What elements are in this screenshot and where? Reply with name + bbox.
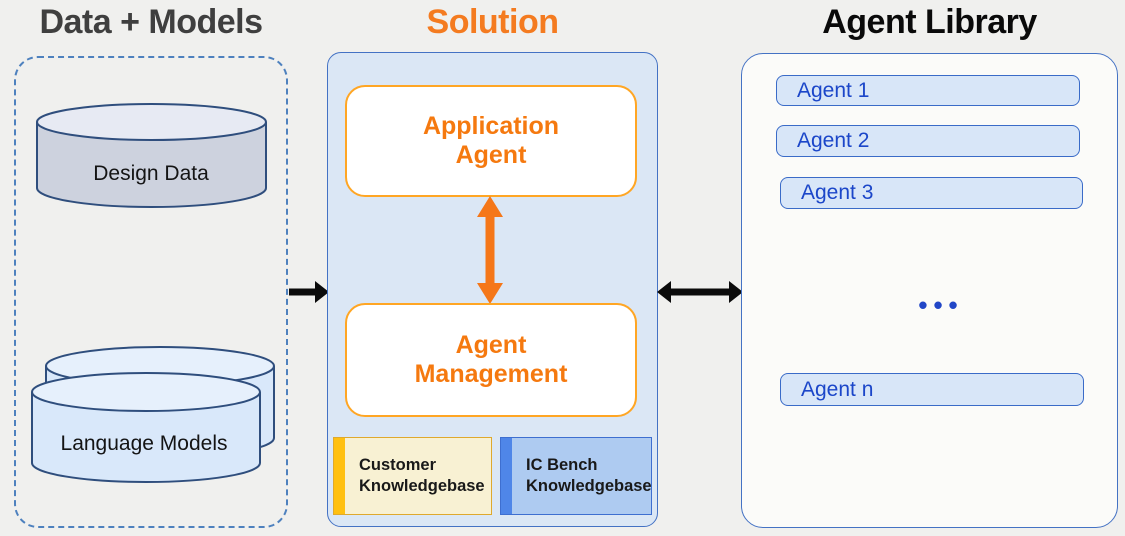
language-models-cylinders-icon: Language Models [31,346,275,483]
icbench-knowledgebase-box: IC Bench Knowledgebase [500,437,652,515]
agent-management-box: Agent Management [345,303,637,417]
agent-n-item: Agent n [780,373,1084,406]
data-models-group-box [14,56,288,528]
agent-2-item: Agent 2 [776,125,1080,157]
arrow-double-horizontal-icon [657,281,743,303]
customer-knowledgebase-label: Customer Knowledgebase [359,455,485,495]
agent-3-label: Agent 3 [801,181,874,204]
agent-1-label: Agent 1 [797,78,870,102]
arrow-vertical-double-icon [477,196,503,304]
icbench-knowledgebase-stripe [501,438,512,514]
agent-1-item: Agent 1 [776,75,1080,106]
data-models-title: Data + Models [39,3,263,41]
agent-library-title: Agent Library [822,3,1037,41]
arrow-right-icon [289,281,329,303]
language-models-label: Language Models [61,432,228,455]
customer-knowledgebase-stripe [334,438,345,514]
agent-3-item: Agent 3 [780,177,1083,209]
application-agent-box: Application Agent [345,85,637,197]
solution-title: Solution [426,3,559,41]
customer-knowledgebase-box: Customer Knowledgebase [333,437,492,515]
icbench-knowledgebase-label: IC Bench Knowledgebase [526,455,652,495]
agent-2-label: Agent 2 [797,129,870,152]
ellipsis-icon: ••• [918,289,964,320]
application-agent-label: Application Agent [422,111,560,169]
design-data-label: Design Data [93,162,209,185]
agent-management-label: Agent Management [414,330,568,388]
design-data-cylinder-icon: Design Data [36,103,267,208]
agent-n-label: Agent n [801,377,874,401]
